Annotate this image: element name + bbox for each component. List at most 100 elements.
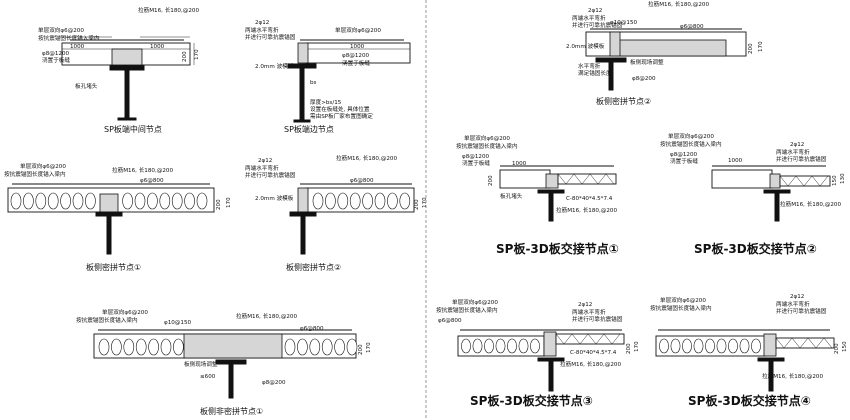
- steel-beam-flange: [215, 359, 247, 365]
- joint-concrete: [617, 39, 727, 57]
- 3d-slab: [555, 333, 625, 345]
- label: 两端水平弯折: [776, 148, 810, 156]
- label: 浇置于板缝: [42, 56, 70, 64]
- hollow-core: [297, 338, 308, 356]
- dim-label: 150: [832, 175, 838, 186]
- steel-beam-flange: [289, 211, 317, 217]
- label: 厚度>bs/15: [310, 98, 342, 106]
- label: 按抗震锚固长度锚入梁内: [38, 34, 100, 42]
- hollow-core: [309, 338, 321, 356]
- label: 拉筋M16, 长180,@200: [780, 200, 841, 208]
- label: 2.0mm 波模板: [255, 62, 294, 70]
- hollow-core: [60, 192, 71, 210]
- hollow-core: [659, 338, 669, 354]
- label: 并进行可靠抗震锚固: [572, 21, 623, 29]
- detail-side-tight-2-top: 2φ12 两端水平弯折 并进行可靠抗震锚固 φ10@150 2.0mm 波模板 …: [566, 0, 764, 106]
- dim-label: 1000: [150, 44, 165, 50]
- label: 两端水平弯折: [776, 300, 810, 308]
- dim-label: 200: [358, 344, 364, 355]
- rebar-label: 拉筋M16, 长180,@200: [648, 0, 709, 8]
- hollow-cores: [461, 338, 540, 354]
- hollow-core: [670, 338, 681, 354]
- label: 并进行可靠抗震锚固: [776, 307, 827, 315]
- dim-label: 130: [840, 173, 846, 184]
- hollow-core: [693, 338, 704, 354]
- label: φ10@150: [164, 320, 192, 326]
- dim-label: 200: [834, 343, 840, 354]
- hollow-cores: [98, 338, 358, 356]
- hollow-core: [325, 192, 336, 210]
- detail-caption: SP板端中间节点: [104, 124, 162, 134]
- hollow-core: [716, 338, 727, 354]
- label: φ8@1200: [462, 154, 490, 160]
- label: φ8@1200: [42, 51, 70, 57]
- label: 单层双向φ6@200: [452, 298, 498, 306]
- detail-caption: 板侧密拼节点②: [596, 96, 651, 106]
- label: 并进行可靠抗震锚固: [572, 315, 623, 323]
- 3d-slab: [557, 173, 617, 185]
- hollow-core: [160, 338, 172, 356]
- hollow-core: [23, 192, 34, 210]
- hollow-core: [147, 192, 158, 210]
- steel-beam-web: [768, 360, 774, 392]
- detail-caption: SP板-3D板交接节点③: [470, 393, 593, 408]
- detail-sp-end-edge: 2φ12 两端水平弯折 并进行可靠抗震锚固 1000 φ8@1200 浇置于板缝…: [245, 20, 411, 134]
- hollow-core: [728, 338, 738, 354]
- label: 并进行可靠抗震锚固: [776, 155, 827, 163]
- label: 单层双向φ6@200: [38, 26, 84, 34]
- steel-beam-web: [299, 67, 305, 121]
- hollow-core: [312, 192, 324, 210]
- hollow-core: [337, 192, 349, 210]
- detail-side-tight-1: 单层双向φ6@200 按抗震锚固长度锚入梁内 φ6@800 拉筋M16, 长18…: [4, 162, 232, 272]
- label: φ10@150: [610, 20, 638, 26]
- rebar-label: 单层双向φ6@200: [335, 26, 381, 34]
- steel-beam-flange: [595, 57, 627, 63]
- label: φ8@1200: [342, 53, 370, 59]
- sp-slab: [499, 169, 551, 189]
- rebar-label: 拉筋M16, 长180,@200: [138, 6, 199, 14]
- hollow-core: [484, 338, 494, 354]
- hollow-core: [111, 338, 122, 356]
- hollow-cores: [312, 192, 411, 210]
- hollow-core: [461, 338, 471, 354]
- hollow-core: [349, 192, 361, 210]
- dim-label: 170: [226, 197, 232, 208]
- dim-label: 170: [422, 197, 428, 208]
- hollow-core: [134, 192, 146, 210]
- label: 水平弯折: [578, 62, 601, 70]
- hollow-core: [362, 192, 373, 210]
- edge-concrete: [297, 42, 309, 64]
- hollow-core: [123, 338, 135, 356]
- hollow-core: [705, 338, 715, 354]
- joint-concrete: [99, 193, 119, 213]
- edge-concrete: [297, 187, 309, 213]
- hollow-core: [507, 338, 517, 354]
- hollow-core: [184, 192, 195, 210]
- joint-concrete: [183, 333, 283, 359]
- rebar-label: φ6@800: [680, 24, 704, 30]
- label: C-80*40*4.5*7.4: [566, 196, 613, 202]
- detail-sp-3d-3: 单层双向φ6@200 按抗震锚固长度锚入梁内 φ6@800 2φ12 两端水平弯…: [436, 298, 640, 408]
- dim-label: 200: [216, 199, 222, 210]
- label: φ8@200: [632, 76, 656, 82]
- hollow-core: [334, 338, 345, 356]
- rebar-label: 拉筋M16, 长180,@200: [336, 154, 397, 162]
- label: 两端水平弯折: [572, 308, 606, 316]
- steel-beam-web: [228, 363, 234, 399]
- detail-sp-3d-4: 单层双向φ6@200 按抗震锚固长度锚入梁内 2φ12 两端水平弯折 并进行可靠…: [650, 294, 848, 408]
- label: 满足锚固长度: [578, 69, 612, 77]
- dim-label: 1000: [728, 158, 743, 164]
- label: 设置在板缝处, 具体位置: [310, 105, 370, 113]
- label: 两端水平弯折: [245, 26, 279, 34]
- dim-label: 150: [842, 341, 848, 352]
- hollow-core: [472, 338, 483, 354]
- dim-label: 170: [194, 49, 200, 60]
- label: 浇置于板缝: [342, 59, 370, 67]
- label: 2φ12: [578, 302, 592, 308]
- label: C-80*40*4.5*7.4: [570, 350, 617, 356]
- detail-side-loose-1: 单层双向φ6@200 按抗震锚固长度锚入梁内 φ10@150 板侧现场调整 ≤6…: [76, 308, 372, 416]
- dim-label: 200: [488, 175, 494, 186]
- dim-label: 1000: [350, 44, 365, 50]
- label: 2φ12: [790, 294, 804, 300]
- hollow-core: [399, 192, 411, 210]
